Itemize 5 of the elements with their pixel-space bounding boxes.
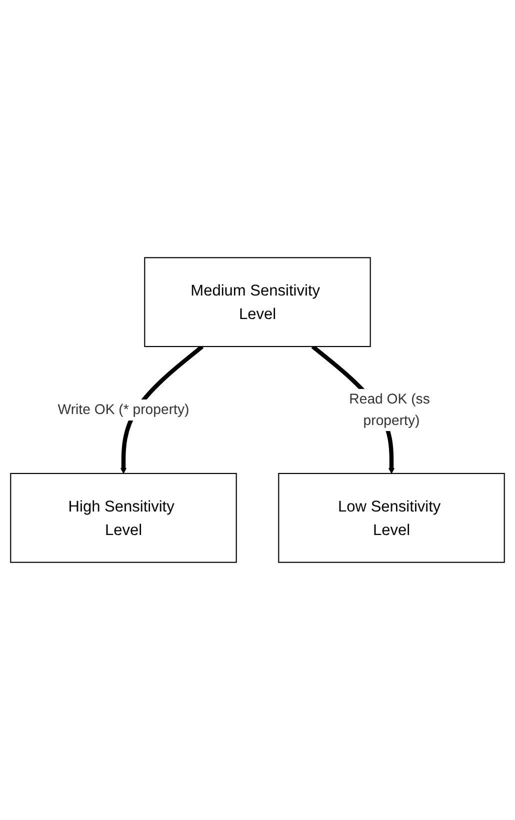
node-box: Low Sensitivity Level	[278, 472, 505, 563]
node-box: Medium Sensitivity Level	[144, 257, 371, 348]
edge-label: Read OK (ss property)	[349, 392, 430, 428]
node-box: High Sensitivity Level	[10, 472, 237, 563]
edge-label: Write OK (* property)	[58, 402, 190, 418]
